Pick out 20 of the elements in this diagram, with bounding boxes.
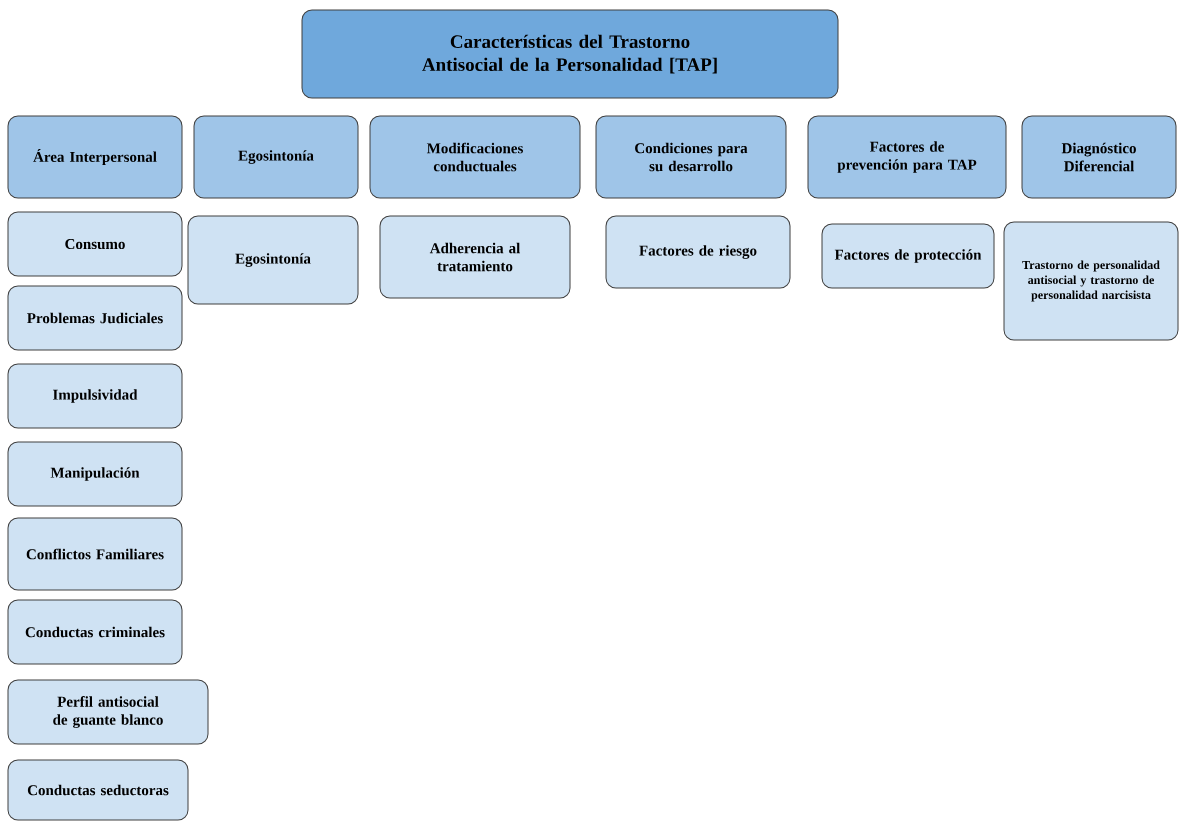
item-box: Conflictos Familiares — [7, 517, 183, 591]
title-box: Características del Trastorno Antisocial de la Personalidad [TAP] — [301, 9, 839, 99]
category-box: Diagnóstico Diferencial — [1021, 115, 1177, 199]
item-box: Conductas criminales — [7, 599, 183, 665]
item-box: Factores de riesgo — [605, 215, 791, 289]
item-box: Trastorno de personalidad antisocial y trastorno de personalidad narcisista — [1003, 221, 1179, 341]
item-box: Perfil antisocial de guante blanco — [7, 679, 209, 745]
category-box: Modificaciones conductuales — [369, 115, 581, 199]
item-box: Consumo — [7, 211, 183, 277]
category-box: Factores de prevención para TAP — [807, 115, 1007, 199]
category-box: Área Interpersonal — [7, 115, 183, 199]
category-box: Egosintonía — [193, 115, 359, 199]
item-box: Adherencia al tratamiento — [379, 215, 571, 299]
item-box: Problemas Judiciales — [7, 285, 183, 351]
item-box: Impulsividad — [7, 363, 183, 429]
item-box: Manipulación — [7, 441, 183, 507]
item-box: Factores de protección — [821, 223, 995, 289]
item-box: Egosintonía — [187, 215, 359, 305]
item-box: Conductas seductoras — [7, 759, 189, 821]
category-box: Condiciones para su desarrollo — [595, 115, 787, 199]
